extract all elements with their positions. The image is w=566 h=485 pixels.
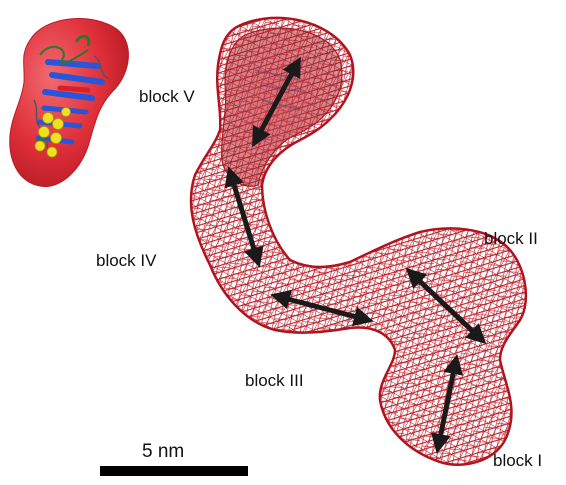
density-mesh — [191, 18, 526, 465]
label-block-iv: block IV — [96, 252, 156, 269]
label-block-v: block V — [139, 88, 195, 105]
label-block-ii: block II — [484, 230, 538, 247]
label-block-iii: block III — [245, 372, 304, 389]
scale-bar — [100, 466, 248, 476]
inset-structure — [10, 19, 129, 187]
inset-surface — [10, 19, 129, 187]
label-block-i: block I — [493, 452, 542, 469]
block-v-cap — [222, 28, 342, 186]
scale-bar-label: 5 nm — [142, 442, 184, 461]
